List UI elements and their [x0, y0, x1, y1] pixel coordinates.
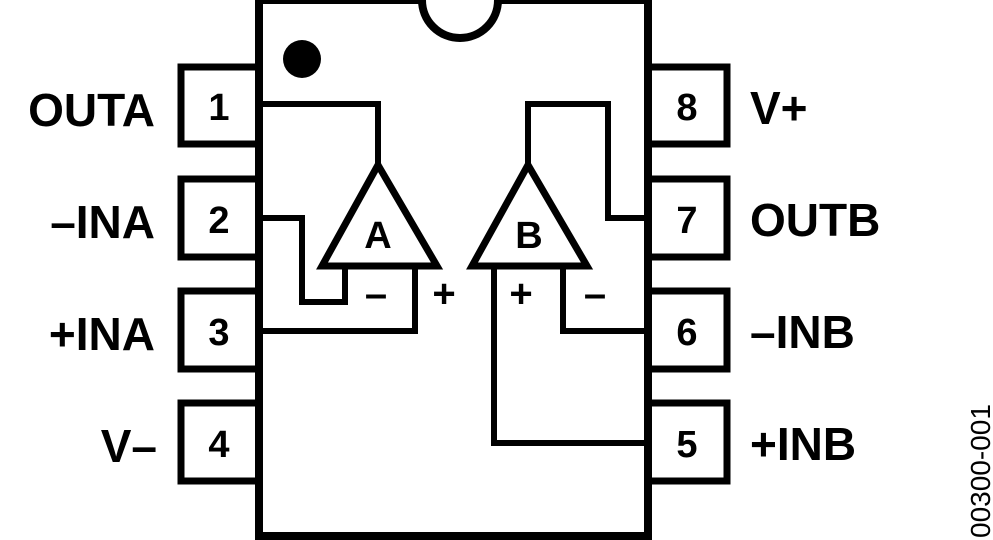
pin-7: 7 OUTB: [644, 175, 880, 261]
ic-body: [255, 0, 652, 540]
amp-a-plus-sign: +: [432, 272, 455, 316]
svg-text:5: 5: [676, 424, 697, 466]
pin-label: OUTA: [28, 84, 155, 136]
pin-5: 5 +INB: [644, 399, 856, 485]
svg-text:3: 3: [208, 312, 229, 354]
amp-a-minus-sign: –: [365, 272, 387, 316]
amp-b-minus-sign: –: [584, 272, 606, 316]
svg-text:2: 2: [208, 200, 229, 242]
pin-8: 8 V+: [644, 63, 808, 148]
pin-label: +INB: [750, 418, 856, 470]
pin-label: –INB: [750, 306, 855, 358]
svg-text:6: 6: [676, 312, 697, 354]
pin-label: V–: [101, 420, 157, 472]
pin1-indicator-dot: [283, 40, 321, 78]
op-amp-b: B + –: [466, 101, 648, 446]
pin-label: –INA: [50, 196, 155, 248]
pin-label: +INA: [49, 308, 155, 360]
pin-4: 4 V–: [101, 399, 263, 485]
svg-text:1: 1: [208, 87, 229, 129]
amp-b-plus-sign: +: [509, 272, 532, 316]
svg-text:4: 4: [208, 424, 229, 466]
svg-text:7: 7: [676, 200, 697, 242]
pin-3: 3 +INA: [49, 287, 263, 373]
pin-label: OUTB: [750, 194, 880, 246]
figure-id: 00300-001: [965, 404, 993, 538]
amp-a-label: A: [364, 215, 391, 257]
pin-label: V+: [750, 82, 808, 134]
amp-b-label: B: [515, 215, 542, 257]
pin-6: 6 –INB: [644, 287, 855, 373]
svg-text:8: 8: [676, 87, 697, 129]
op-amp-a: A – +: [259, 101, 456, 334]
pin-2: 2 –INA: [50, 175, 263, 261]
pin-1: 1 OUTA: [28, 63, 263, 148]
